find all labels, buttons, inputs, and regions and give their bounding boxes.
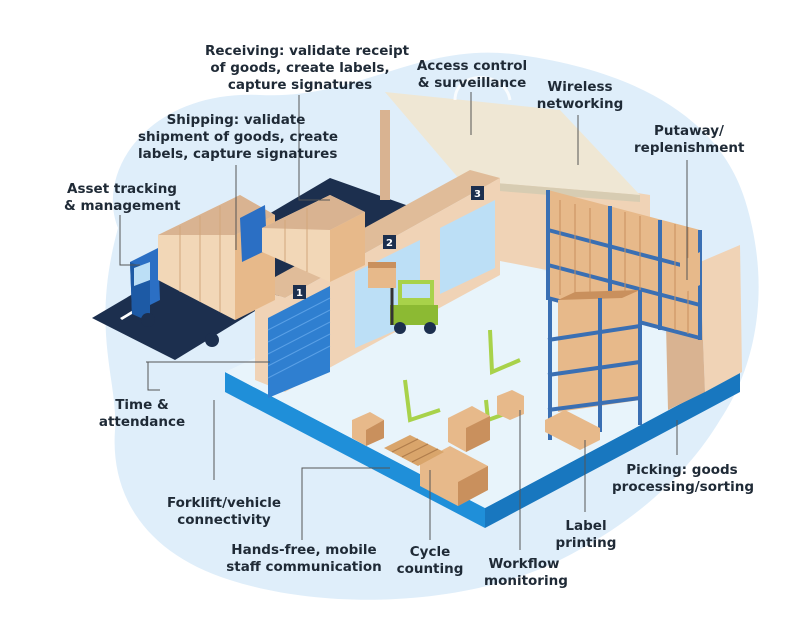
leader-lines	[119, 92, 688, 550]
hands-free-label: Hands-free, mobile staff communication	[226, 542, 382, 576]
door-plate-2	[383, 235, 396, 249]
time-attendance-label: Time & attendance	[98, 397, 186, 431]
right-wall	[700, 245, 742, 392]
dock-door-3	[440, 200, 495, 294]
shipping-label: Shipping: validate shipment of goods, cr…	[138, 112, 339, 163]
shipping-line-2: shipment of goods, create	[138, 129, 339, 145]
time-attendance-line-1: Time &	[115, 397, 169, 413]
putaway-label: Putaway/ replenishment	[634, 123, 744, 157]
wireless-label: Wireless networking	[532, 79, 628, 113]
forklift-line-1: Forklift/vehicle	[166, 495, 282, 511]
cycle-counting-line-2: counting	[396, 561, 464, 577]
wireless-line-2: networking	[536, 96, 624, 112]
door-number-1: 1	[296, 288, 303, 299]
receiving-line-2: of goods, create labels,	[210, 60, 390, 76]
putaway-line-1: Putaway/	[654, 123, 724, 139]
roof	[385, 92, 640, 195]
picking-label: Picking: goods processing/sorting	[612, 462, 754, 496]
hands-free-line-1: Hands-free, mobile	[231, 542, 377, 558]
shelving-rack-front	[547, 290, 642, 440]
receiving-line-3: capture signatures	[227, 77, 373, 93]
receiving-line-1: Receiving: validate receipt	[205, 43, 410, 59]
picking-line-2: processing/sorting	[612, 479, 754, 495]
workflow-label: Workflow monitoring	[484, 556, 568, 590]
cycle-counting-label: Cycle counting	[392, 544, 468, 578]
access-control-line-1: Access control	[416, 58, 528, 74]
asset-tracking-line-1: Asset tracking	[67, 181, 177, 197]
floor-edge-right	[485, 372, 740, 528]
floor-boxes	[352, 252, 700, 506]
label-printing-line-2: printing	[555, 535, 617, 551]
workflow-line-2: monitoring	[484, 573, 568, 589]
asset-tracking-label: Asset tracking & management	[64, 181, 180, 215]
roof-post	[380, 110, 390, 200]
door-number-3: 3	[474, 189, 481, 200]
time-attendance-line-2: attendance	[98, 414, 186, 430]
picking-line-1: Picking: goods	[626, 462, 738, 478]
hands-free-line-2: staff communication	[226, 559, 382, 575]
shipping-line-3: labels, capture signatures	[138, 146, 338, 162]
truck-back	[240, 195, 365, 282]
forklift	[368, 262, 438, 334]
forklift-label: Forklift/vehicle connectivity	[162, 495, 286, 529]
label-printing-label: Label printing	[554, 518, 618, 552]
access-control-line-2: & surveillance	[417, 75, 527, 91]
door-plate-3	[471, 186, 484, 200]
workflow-line-1: Workflow	[488, 556, 560, 572]
access-control-label: Access control & surveillance	[408, 58, 536, 92]
putaway-line-2: replenishment	[634, 140, 745, 156]
label-printing-line-1: Label	[565, 518, 607, 534]
wireless-line-1: Wireless	[547, 79, 613, 95]
signal-arc	[453, 76, 512, 101]
receiving-label: Receiving: validate receipt of goods, cr…	[205, 43, 410, 94]
floor-edge-front	[225, 372, 485, 528]
forklift-line-2: connectivity	[177, 512, 271, 528]
cycle-counting-line-1: Cycle	[409, 544, 451, 560]
asset-tracking-line-2: & management	[64, 198, 181, 214]
door-plate-1	[293, 285, 306, 299]
shipping-line-1: Shipping: validate	[166, 112, 306, 128]
door-number-2: 2	[386, 238, 393, 249]
